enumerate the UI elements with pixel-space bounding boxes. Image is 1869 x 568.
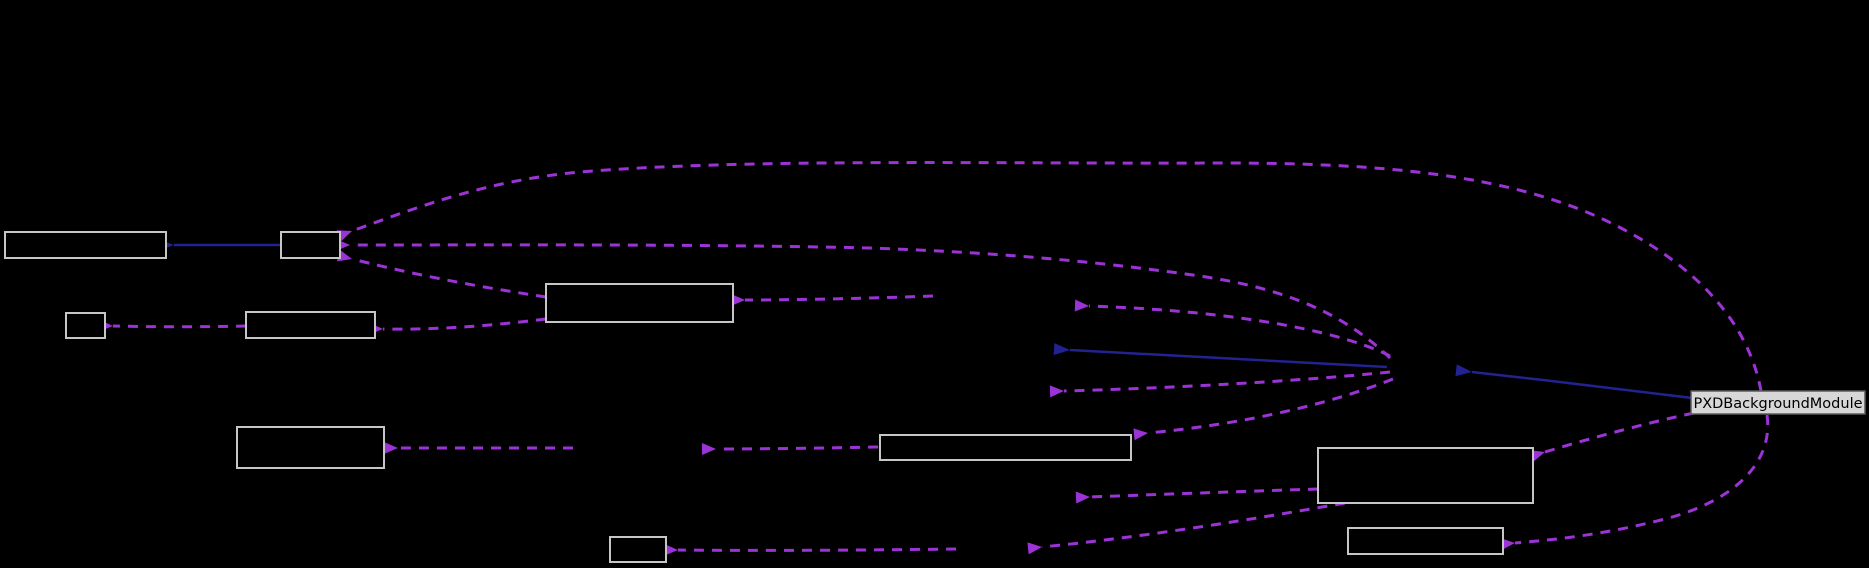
- usage-edge-14: [701, 443, 879, 456]
- usage-edge-8: [335, 239, 1392, 360]
- usage-edges: [98, 161, 1770, 556]
- class-node-3[interactable]: [65, 312, 106, 339]
- inheritance-edge-3: [1455, 364, 1693, 400]
- main-node[interactable]: PXDBackgroundModule: [1690, 390, 1866, 415]
- usage-edge-7: [1133, 377, 1394, 441]
- class-node-6[interactable]: [236, 426, 385, 469]
- usage-edge-11: [1529, 411, 1695, 462]
- class-node-5[interactable]: [545, 283, 734, 323]
- class-node-7[interactable]: [879, 434, 1132, 461]
- usage-edge-1: [98, 319, 247, 332]
- usage-edge-5: [1074, 299, 1391, 358]
- usage-edge-9: [336, 161, 1763, 392]
- usage-edge-2: [368, 317, 547, 335]
- usage-edge-13: [663, 543, 957, 556]
- class-node-2[interactable]: [280, 231, 341, 259]
- main-node-label: PXDBackgroundModule: [1693, 396, 1862, 412]
- class-node-8[interactable]: [1317, 447, 1534, 504]
- inheritance-edges: [158, 239, 1693, 400]
- main-node-box[interactable]: [1690, 390, 1866, 415]
- usage-edge-4: [730, 294, 934, 307]
- usage-edge-10: [1500, 414, 1770, 551]
- usage-edge-6: [1049, 370, 1391, 398]
- inheritance-edge-2: [1053, 343, 1388, 369]
- usage-edge-3: [336, 249, 547, 299]
- usage-edge-12: [1027, 501, 1346, 555]
- class-node-4[interactable]: [245, 311, 376, 339]
- class-node-1[interactable]: [4, 231, 167, 259]
- usage-edge-16: [1075, 487, 1319, 504]
- class-nodes: [4, 231, 1534, 563]
- class-node-9[interactable]: [1347, 527, 1504, 555]
- class-node-10[interactable]: [609, 536, 667, 563]
